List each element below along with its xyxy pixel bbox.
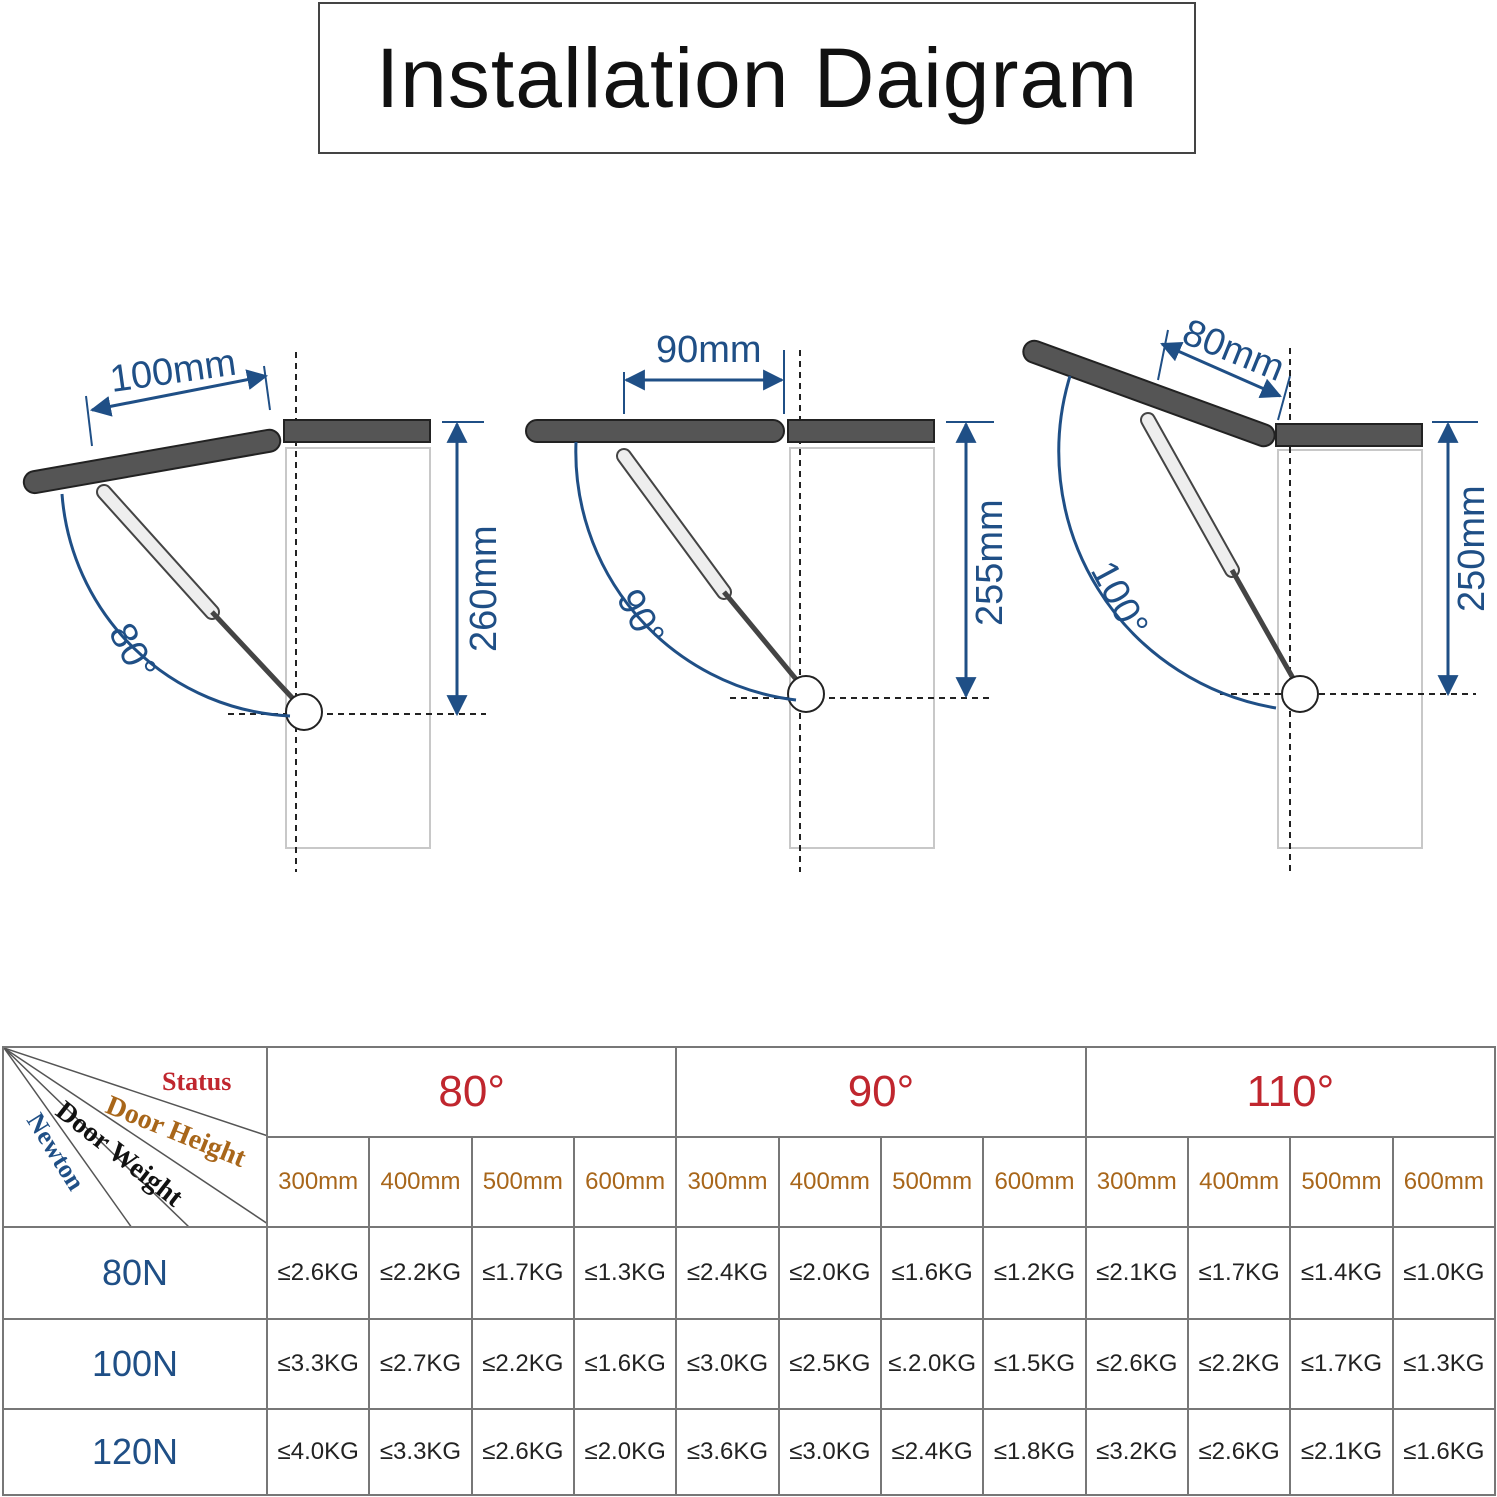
weight-cell: ≤2.2KG <box>368 1226 473 1320</box>
weight-cell: ≤3.3KG <box>265 1318 371 1410</box>
weight-cell: ≤1.2KG <box>982 1226 1087 1320</box>
gas-strut-rod <box>210 610 300 706</box>
angle-header-80: 80° <box>265 1046 678 1138</box>
diagram-100: 80mm 250mm 100° <box>1022 311 1493 872</box>
door-height-header: 500mm <box>879 1136 985 1228</box>
weight-cell: ≤1.6KG <box>879 1226 985 1320</box>
newton-cell: 120N <box>2 1408 268 1496</box>
cabinet-top-panel <box>1275 423 1423 447</box>
weight-cell: ≤2.4KG <box>879 1408 985 1496</box>
door-height-header: 400mm <box>1186 1136 1292 1228</box>
door-height-header: 500mm <box>470 1136 575 1228</box>
door-height-header: 400mm <box>368 1136 473 1228</box>
strut-mount <box>787 675 825 713</box>
weight-cell: ≤4.0KG <box>265 1408 371 1496</box>
weight-cell: ≤2.5KG <box>777 1318 882 1410</box>
installation-diagram: 100mm 260mm 80° 90mm 255mm 90° <box>22 311 1493 872</box>
specification-table: Status Door Height Door Weight Newton 80… <box>2 1046 1497 1496</box>
table-corner-header: Status Door Height Door Weight Newton <box>2 1046 268 1228</box>
weight-cell: ≤1.6KG <box>572 1318 678 1410</box>
door-height-header: 300mm <box>675 1136 780 1228</box>
weight-cell: ≤.2.0KG <box>879 1318 985 1410</box>
cabinet-outline <box>1277 449 1423 849</box>
width-dimension-label: 80mm <box>1177 311 1291 389</box>
weight-cell: ≤2.0KG <box>572 1408 678 1496</box>
gas-strut-rod <box>722 590 802 686</box>
weight-cell: ≤1.3KG <box>572 1226 678 1320</box>
weight-cell: ≤2.0KG <box>777 1226 882 1320</box>
door-height-header: 600mm <box>1391 1136 1497 1228</box>
cabinet-outline <box>285 447 431 849</box>
weight-cell: ≤1.8KG <box>982 1408 1087 1496</box>
weight-cell: ≤2.6KG <box>265 1226 371 1320</box>
weight-cell: ≤1.4KG <box>1289 1226 1394 1320</box>
door-height-header: 600mm <box>982 1136 1087 1228</box>
door-height-header: 300mm <box>265 1136 371 1228</box>
strut-mount <box>1281 675 1319 713</box>
weight-cell: ≤2.6KG <box>470 1408 575 1496</box>
flap-door <box>22 428 282 495</box>
gas-strut-rod <box>1229 568 1297 682</box>
weight-cell: ≤1.0KG <box>1391 1226 1497 1320</box>
width-dimension-label: 100mm <box>107 342 238 401</box>
weight-cell: ≤3.0KG <box>675 1318 780 1410</box>
weight-cell: ≤2.4KG <box>675 1226 780 1320</box>
table-row: 100N ≤3.3KG ≤2.7KG ≤2.2KG ≤1.6KG ≤3.0KG … <box>2 1318 1497 1410</box>
width-dimension-label: 90mm <box>656 329 762 371</box>
newton-cell: 80N <box>2 1226 268 1320</box>
corner-status-label: Status <box>162 1067 231 1096</box>
page-title: Installation Daigram <box>375 30 1139 125</box>
weight-cell: ≤2.2KG <box>1186 1318 1292 1410</box>
table-row: 120N ≤4.0KG ≤3.3KG ≤2.6KG ≤2.0KG ≤3.6KG … <box>2 1408 1497 1496</box>
door-height-header: 400mm <box>777 1136 882 1228</box>
weight-cell: ≤2.1KG <box>1084 1226 1189 1320</box>
weight-cell: ≤1.7KG <box>470 1226 575 1320</box>
diagram-80: 100mm 260mm 80° <box>22 342 505 872</box>
height-dimension-label: 250mm <box>1451 485 1493 612</box>
strut-mount <box>285 693 323 731</box>
weight-cell: ≤2.7KG <box>368 1318 473 1410</box>
weight-cell: ≤3.0KG <box>777 1408 882 1496</box>
diagram-90: 90mm 255mm 90° <box>525 329 1011 872</box>
weight-cell: ≤3.2KG <box>1084 1408 1189 1496</box>
weight-cell: ≤2.1KG <box>1289 1408 1394 1496</box>
table-row: 80N ≤2.6KG ≤2.2KG ≤1.7KG ≤1.3KG ≤2.4KG ≤… <box>2 1226 1497 1320</box>
newton-cell: 100N <box>2 1318 268 1410</box>
angle-label: 100° <box>1082 555 1156 644</box>
flap-door <box>1022 339 1276 448</box>
weight-cell: ≤2.6KG <box>1186 1408 1292 1496</box>
title-box: Installation Daigram <box>318 2 1196 154</box>
weight-cell: ≤2.2KG <box>470 1318 575 1410</box>
angle-header-90: 90° <box>675 1046 1087 1138</box>
weight-cell: ≤1.3KG <box>1391 1318 1497 1410</box>
weight-cell: ≤1.7KG <box>1186 1226 1292 1320</box>
door-height-header: 600mm <box>572 1136 678 1228</box>
cabinet-top-panel <box>787 419 935 443</box>
weight-cell: ≤1.6KG <box>1391 1408 1497 1496</box>
weight-cell: ≤3.6KG <box>675 1408 780 1496</box>
angle-header-110: 110° <box>1084 1046 1497 1138</box>
cabinet-outline <box>789 447 935 849</box>
height-dimension-label: 260mm <box>463 525 505 652</box>
weight-cell: ≤1.7KG <box>1289 1318 1394 1410</box>
flap-door <box>525 419 785 443</box>
height-dimension-label: 255mm <box>969 499 1011 626</box>
angle-label: 80° <box>100 617 164 687</box>
cabinet-top-panel <box>283 419 431 443</box>
weight-cell: ≤1.5KG <box>982 1318 1087 1410</box>
weight-cell: ≤2.6KG <box>1084 1318 1189 1410</box>
door-height-header: 500mm <box>1289 1136 1394 1228</box>
weight-cell: ≤3.3KG <box>368 1408 473 1496</box>
door-height-header: 300mm <box>1084 1136 1189 1228</box>
